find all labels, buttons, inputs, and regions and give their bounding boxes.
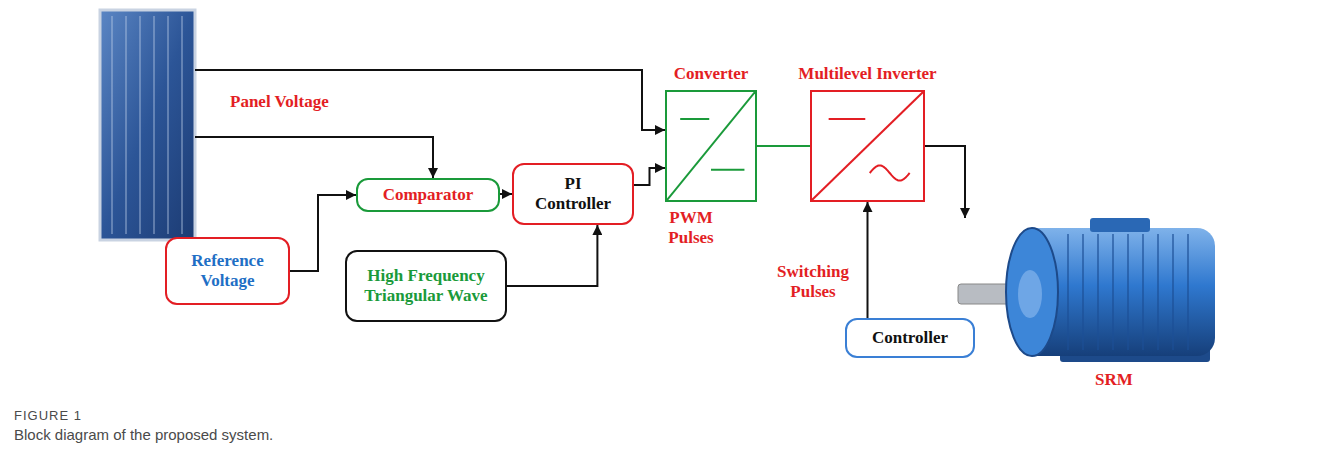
connector xyxy=(867,202,869,318)
panel-cell-line xyxy=(168,16,169,234)
block-heading: Multilevel Inverter xyxy=(798,64,936,84)
signal-label: Panel Voltage xyxy=(228,92,331,112)
power-wire xyxy=(195,70,665,130)
figure-number: FIGURE 1 xyxy=(14,408,82,423)
connector xyxy=(925,146,965,218)
waveform-box: High Frequency Triangular Wave xyxy=(345,250,507,322)
panel-cell-line xyxy=(182,16,183,234)
node-label: PI Controller xyxy=(526,174,621,213)
connector xyxy=(507,225,597,286)
connector xyxy=(634,168,665,185)
connector xyxy=(500,193,512,195)
solar-panel xyxy=(100,10,195,240)
motor-node: SRM xyxy=(940,218,1240,403)
figure-caption: Block diagram of the proposed system. xyxy=(14,426,273,443)
node-label: Comparator xyxy=(383,185,474,205)
connector xyxy=(757,145,810,147)
dc-ac-symbol xyxy=(812,92,923,200)
panel-cell-line xyxy=(140,16,141,234)
signal-label: Switching Pulses xyxy=(766,262,860,301)
panel-cell-line xyxy=(112,16,113,234)
panel-cell-line xyxy=(154,16,155,234)
signal-label: PWM Pulses xyxy=(654,208,728,247)
sense-wire xyxy=(195,137,433,178)
converter-block: Converter xyxy=(665,90,757,202)
node-label: High Frequency Triangular Wave xyxy=(356,266,496,305)
dc-dc-symbol xyxy=(667,92,755,200)
block-heading: Converter xyxy=(674,64,749,84)
comparator-box: Comparator xyxy=(356,178,500,212)
node-label: Controller xyxy=(872,328,948,348)
node-label: Reference Voltage xyxy=(178,251,278,290)
controller-box: PI Controller xyxy=(512,163,634,225)
motor-illustration xyxy=(940,218,1240,403)
reference-box: Reference Voltage xyxy=(165,237,290,305)
inverter-block: Multilevel Inverter xyxy=(810,90,925,202)
motor-label: SRM xyxy=(1095,370,1133,390)
panel-cell-line xyxy=(126,16,127,234)
controller-box: Controller xyxy=(845,318,975,358)
